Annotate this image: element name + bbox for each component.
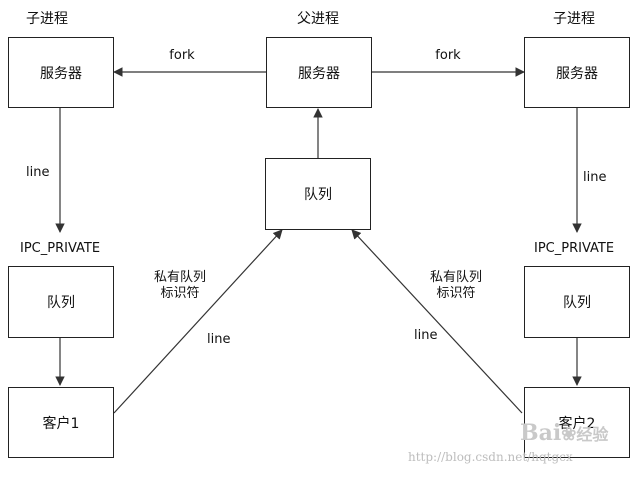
queue-node-center: 队列 [265,158,371,230]
private-queue-id-left-line2: 标识符 [160,286,200,301]
baidu-watermark-logo: Bai❀经验 [520,420,608,446]
private-queue-id-right-line2: 标识符 [436,286,476,301]
line-label-diagonal-left: line [207,332,231,347]
paw-icon: ❀ [561,424,577,445]
child-process-title-left: 子进程 [26,11,68,27]
child-process-title-right: 子进程 [553,11,595,27]
line-label-diagonal-right: line [414,328,438,343]
server-node-left: 服务器 [8,37,114,108]
queue-node-right: 队列 [524,266,630,338]
fork-label-left: fork [169,48,195,63]
fork-label-right: fork [435,48,461,63]
line-label-left: line [26,165,50,180]
client-node-1: 客户1 [8,387,114,458]
private-queue-id-left-line1: 私有队列 [153,270,207,285]
ipc-private-label-right: IPC_PRIVATE [534,241,615,256]
private-queue-id-right-line1: 私有队列 [429,270,483,285]
queue-node-left: 队列 [8,266,114,338]
parent-process-title: 父进程 [297,11,339,27]
edge-client2-to-queue [351,229,523,414]
ipc-private-label-left: IPC_PRIVATE [20,241,101,256]
server-node-center: 服务器 [266,37,372,108]
source-url-watermark: http://blog.csdn.net/hqtgcx [408,450,573,464]
private-queue-id-label-right: 私有队列 标识符 [430,270,482,302]
line-label-right: line [583,170,607,185]
private-queue-id-label-left: 私有队列 标识符 [154,270,206,302]
baidu-watermark-brand: Bai [520,420,562,446]
server-node-right: 服务器 [524,37,630,108]
client-node-2: 客户2 [524,387,630,458]
baidu-watermark-brand2: 经验 [576,425,609,444]
edge-client1-to-queue [113,229,283,414]
